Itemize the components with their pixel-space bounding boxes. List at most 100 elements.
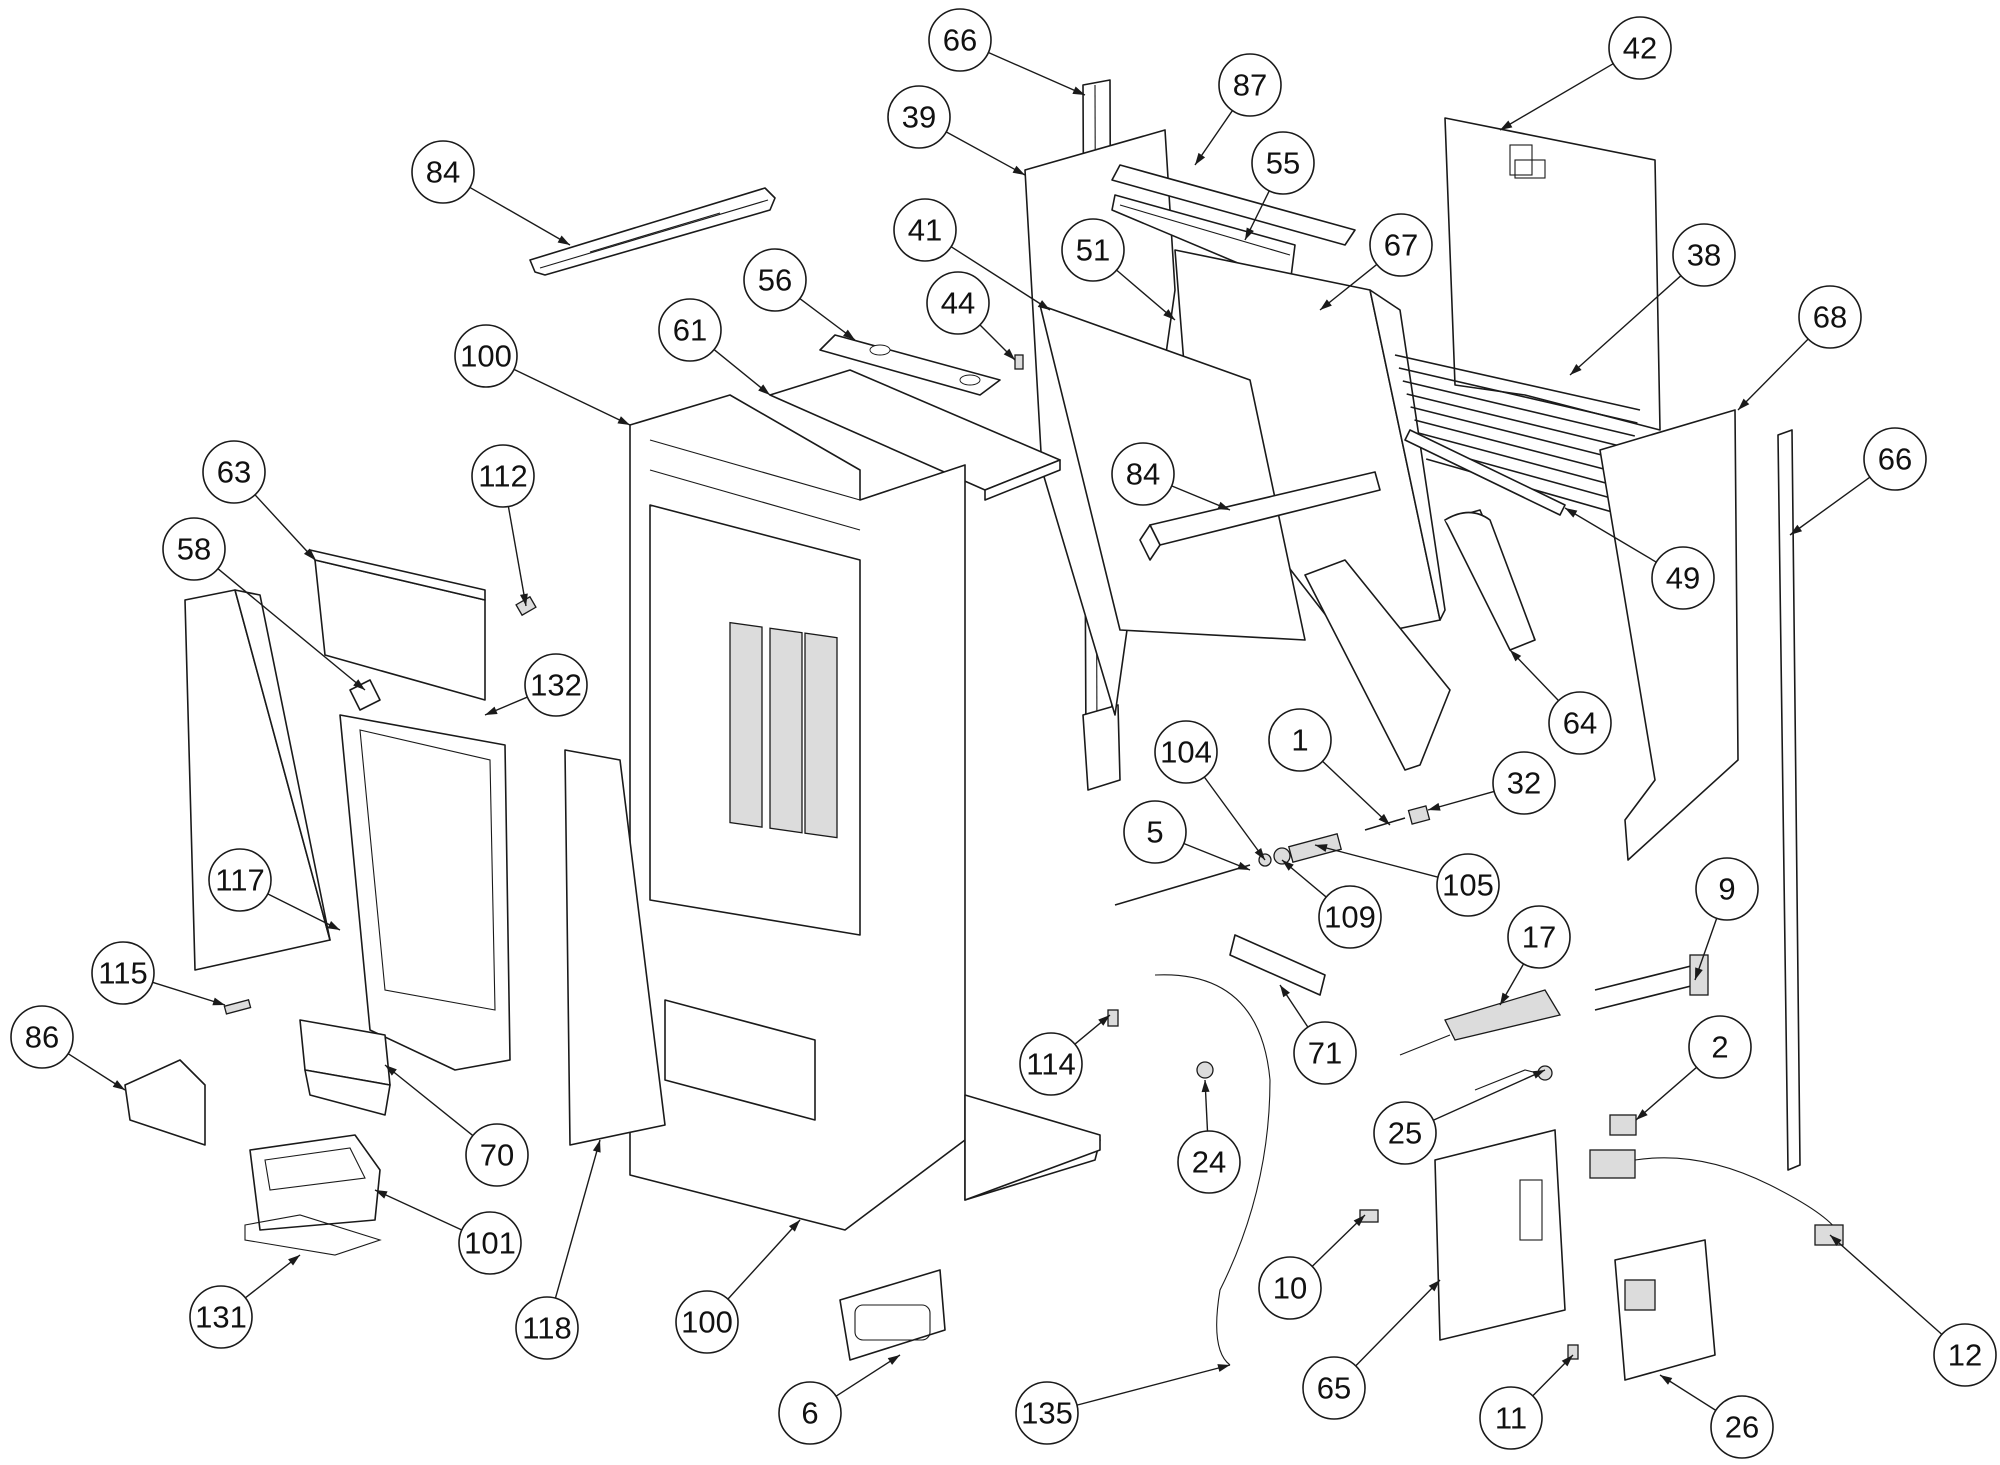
callout-84: 84 bbox=[411, 140, 571, 246]
callout-label: 24 bbox=[1192, 1145, 1226, 1180]
callout-17: 17 bbox=[1499, 905, 1571, 1006]
callout-circle bbox=[1369, 213, 1433, 277]
callout-38: 38 bbox=[1569, 223, 1736, 376]
callout-label: 2 bbox=[1711, 1030, 1728, 1065]
callout-label: 9 bbox=[1718, 872, 1735, 907]
part-101-container bbox=[249, 1134, 381, 1231]
leader-arrowhead bbox=[1636, 1109, 1648, 1120]
callout-circle bbox=[524, 653, 588, 717]
leader-arrowhead bbox=[1353, 1215, 1365, 1227]
callout-label: 11 bbox=[1495, 1401, 1527, 1436]
callout-label: 87 bbox=[1233, 68, 1267, 103]
callout-112: 112 bbox=[471, 444, 535, 607]
leader-line bbox=[1432, 1069, 1546, 1121]
leader-line bbox=[1319, 263, 1378, 311]
callout-circle bbox=[1373, 1101, 1437, 1165]
callout-label: 118 bbox=[522, 1311, 571, 1346]
leader-arrowhead bbox=[1500, 992, 1510, 1005]
leader-line bbox=[554, 1139, 601, 1299]
callout-label: 10 bbox=[1273, 1271, 1307, 1306]
callout-label: 70 bbox=[480, 1138, 514, 1173]
leader-arrowhead bbox=[1012, 165, 1025, 175]
part-6-tray bbox=[839, 1269, 946, 1361]
leader-arrowhead bbox=[1790, 524, 1803, 535]
callout-49: 49 bbox=[1564, 507, 1715, 610]
callout-71: 71 bbox=[1279, 984, 1357, 1085]
leader-arrowhead bbox=[519, 593, 528, 606]
callout-label: 12 bbox=[1948, 1338, 1982, 1373]
callout-131: 131 bbox=[189, 1254, 301, 1349]
callout-circle bbox=[1123, 800, 1187, 864]
callout-circle bbox=[458, 1211, 522, 1275]
part-49-rail bbox=[1404, 429, 1566, 516]
rack-wire bbox=[1414, 419, 1628, 476]
callout-label: 86 bbox=[25, 1020, 59, 1055]
callout-label: 131 bbox=[195, 1300, 247, 1335]
leader-line bbox=[1737, 338, 1809, 411]
leader-arrowhead bbox=[1695, 967, 1703, 980]
callout-label: 132 bbox=[530, 668, 582, 703]
leader-line bbox=[1203, 776, 1266, 861]
callout-label: 67 bbox=[1384, 228, 1418, 263]
leader-arrowhead bbox=[1201, 1080, 1210, 1093]
leader-arrowhead bbox=[1660, 1375, 1673, 1385]
part-5-rod bbox=[1114, 864, 1251, 906]
part-100-cabinet bbox=[629, 394, 1101, 1231]
callout-70: 70 bbox=[384, 1064, 529, 1187]
callout-label: 56 bbox=[758, 263, 792, 298]
callout-100: 100 bbox=[454, 324, 631, 426]
rack-wire bbox=[1398, 367, 1638, 424]
callout-10: 10 bbox=[1258, 1214, 1366, 1320]
leader-arrowhead bbox=[385, 1065, 397, 1076]
callout-circle bbox=[778, 1381, 842, 1445]
callout-circle bbox=[887, 85, 951, 149]
callout-118: 118 bbox=[515, 1139, 601, 1360]
leader-line bbox=[945, 131, 1026, 176]
callout-circle bbox=[1608, 16, 1672, 80]
callout-circle bbox=[1436, 853, 1500, 917]
leader-arrowhead bbox=[1098, 1015, 1110, 1026]
callout-label: 65 bbox=[1317, 1371, 1351, 1406]
callout-circle bbox=[1507, 905, 1571, 969]
leader-arrowhead bbox=[1315, 844, 1328, 852]
callout-label: 49 bbox=[1666, 561, 1700, 596]
part-63-lid bbox=[309, 549, 486, 701]
part-100-base bbox=[964, 1094, 1101, 1201]
part-68-right-panel bbox=[1599, 409, 1739, 861]
rack-wire bbox=[1402, 380, 1635, 437]
callout-25: 25 bbox=[1373, 1069, 1546, 1165]
callout-66: 66 bbox=[928, 8, 1086, 96]
callout-circle bbox=[1548, 691, 1612, 755]
leader-arrowhead bbox=[288, 1255, 300, 1266]
callout-11: 11 bbox=[1479, 1354, 1574, 1450]
callout-56: 56 bbox=[743, 248, 856, 341]
callout-circle bbox=[91, 941, 155, 1005]
callout-86: 86 bbox=[10, 1005, 126, 1091]
leader-arrowhead bbox=[327, 921, 340, 930]
callout-circle bbox=[743, 248, 807, 312]
part-11-screw bbox=[1567, 1344, 1579, 1360]
callout-label: 68 bbox=[1813, 300, 1847, 335]
leader-line bbox=[374, 1189, 463, 1231]
callout-105: 105 bbox=[1314, 844, 1500, 917]
rack-wire bbox=[1394, 354, 1641, 411]
callout-label: 84 bbox=[426, 155, 460, 190]
callout-circle bbox=[928, 8, 992, 72]
callout-circle bbox=[1293, 1021, 1357, 1085]
leader-line bbox=[1311, 1214, 1366, 1267]
leader-line bbox=[267, 893, 341, 931]
callout-label: 63 bbox=[217, 455, 251, 490]
callout-68: 68 bbox=[1737, 285, 1862, 411]
leader-arrowhead bbox=[1428, 802, 1441, 811]
leader-arrowhead bbox=[1237, 861, 1250, 870]
callout-label: 51 bbox=[1076, 233, 1110, 268]
callout-label: 39 bbox=[902, 100, 936, 135]
leader-arrowhead bbox=[112, 1080, 125, 1090]
callout-label: 112 bbox=[478, 459, 527, 494]
part-131-frame bbox=[244, 1214, 382, 1256]
callout-32: 32 bbox=[1427, 751, 1556, 815]
callout-label: 101 bbox=[464, 1226, 516, 1261]
leader-arrowhead bbox=[303, 548, 315, 560]
